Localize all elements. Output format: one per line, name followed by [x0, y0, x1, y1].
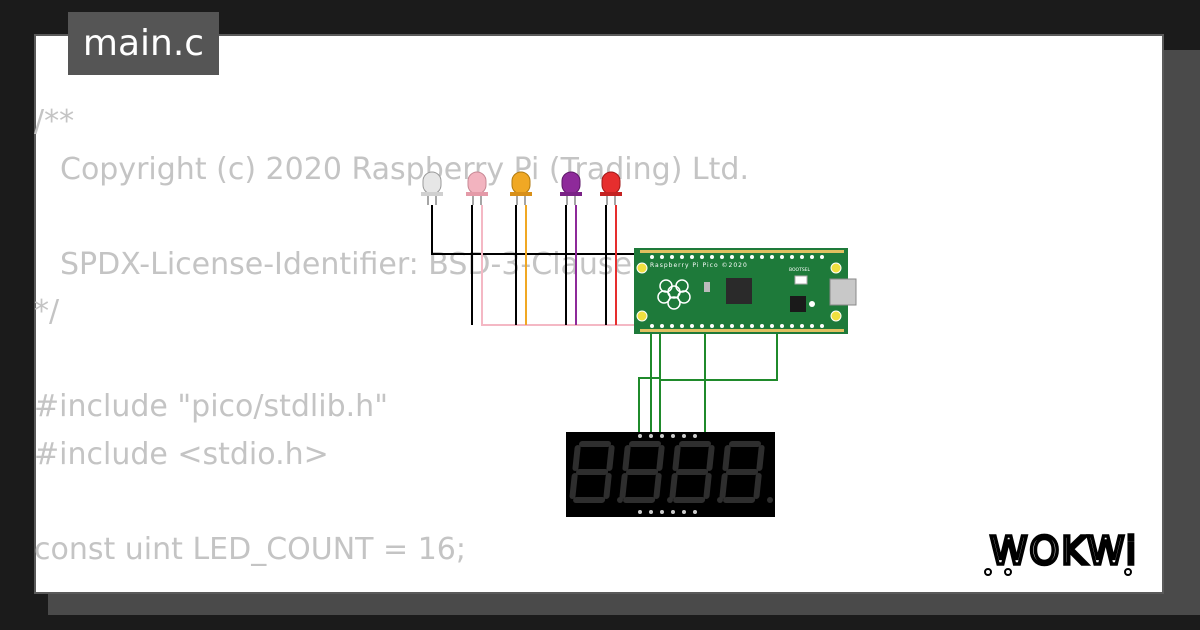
display-wires	[638, 334, 778, 512]
code-line: #include "pico/stdlib.h"	[34, 389, 388, 424]
decimal-points	[617, 497, 773, 503]
file-tab[interactable]: main.c	[68, 12, 219, 75]
wokwi-logo[interactable]: WOKWi	[978, 526, 1150, 576]
display-pins-top	[638, 434, 697, 438]
digit-4	[719, 441, 765, 503]
pin-row-top	[640, 250, 844, 253]
led-red-icon[interactable]	[600, 171, 622, 205]
digit-2	[619, 441, 665, 503]
code-line: const uint LED_COUNT = 16;	[34, 531, 466, 567]
led-white-icon[interactable]	[421, 171, 443, 205]
wire-pink	[481, 205, 640, 326]
file-tab-label: main.c	[82, 23, 205, 64]
small-chip	[790, 296, 806, 312]
pin-holes	[650, 255, 824, 328]
pin-row-bottom	[640, 329, 844, 332]
bootsel-button	[794, 275, 808, 285]
code-line: Copyright (c) 2020 Raspberry Pi (Trading…	[60, 151, 749, 187]
led-purple-icon[interactable]	[560, 171, 582, 205]
wokwi-logo-text: WOKWi	[990, 529, 1138, 573]
raspberry-logo-icon	[657, 279, 691, 310]
code-line: /**	[34, 104, 75, 139]
pico-board[interactable]: Raspberry Pi Pico ©2020 BOOTSEL	[634, 248, 857, 334]
display-pins-bottom	[638, 510, 697, 514]
display-digits	[569, 441, 765, 503]
board-title: Raspberry Pi Pico ©2020	[650, 262, 748, 269]
seven-segment-display[interactable]	[566, 432, 775, 517]
rp2040-chip	[726, 278, 752, 304]
code-preview: /** Copyright (c) 2020 Raspberry Pi (Tra…	[34, 98, 749, 573]
led-wires	[431, 205, 660, 326]
led-pink-icon[interactable]	[466, 171, 488, 205]
led-orange-icon[interactable]	[510, 171, 532, 205]
digit-3	[669, 441, 715, 503]
code-line: SPDX-License-Identifier: BSD-3-Clause	[60, 246, 633, 282]
usb-connector-icon	[829, 278, 857, 306]
bootsel-label: BOOTSEL	[789, 267, 811, 273]
mounting-holes	[636, 262, 842, 322]
code-line: */	[34, 294, 60, 329]
flash-chip	[704, 282, 710, 292]
code-line: #include <stdio.h>	[34, 436, 329, 472]
wire-white	[431, 205, 660, 255]
digit-1	[569, 441, 615, 503]
